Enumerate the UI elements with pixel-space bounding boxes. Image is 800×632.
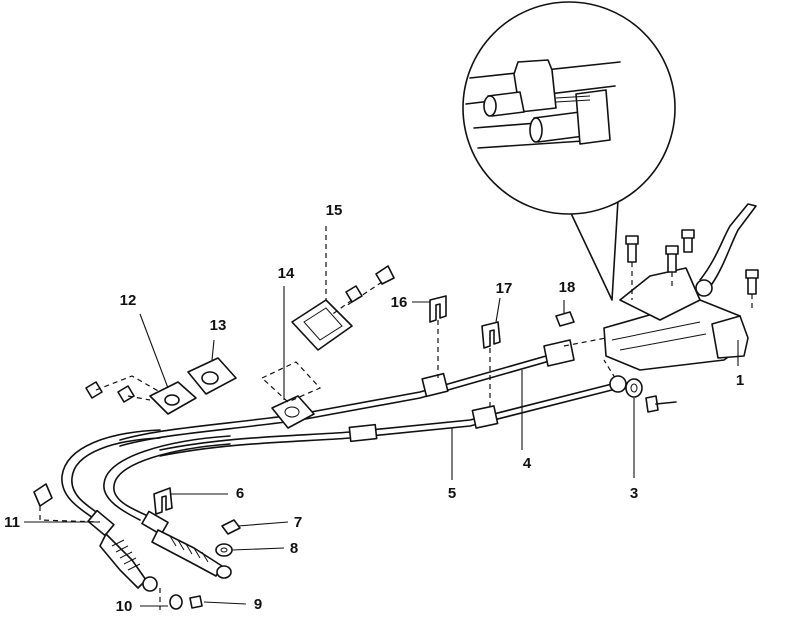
callout-12: 12 (120, 292, 137, 309)
part-3-washer (609, 375, 643, 398)
part-18-pin (555, 311, 575, 327)
cable-end-right (141, 510, 232, 579)
callout-5: 5 (448, 485, 456, 502)
callout-6: 6 (236, 485, 244, 502)
part-14-grommet (260, 361, 322, 429)
part-8-washer (215, 543, 233, 557)
callout-8: 8 (290, 540, 298, 557)
shift-lever-assembly (563, 203, 759, 387)
callout-16: 16 (391, 294, 408, 311)
cable-5 (159, 383, 613, 457)
leader-lines (24, 286, 739, 607)
part-13-bracket (187, 357, 237, 395)
part-12-bracket (85, 375, 197, 415)
callout-1: 1 (736, 372, 744, 389)
callout-14: 14 (278, 265, 295, 282)
part-11-clip (33, 483, 101, 523)
cable-end-left (87, 509, 158, 592)
part-15-bracket (291, 226, 395, 351)
part-7-pin (221, 519, 241, 535)
callout-11: 11 (4, 514, 20, 531)
callout-labels: 1 3 4 5 6 7 8 9 10 11 12 13 14 15 16 17 … (4, 202, 744, 615)
callout-17: 17 (496, 280, 513, 297)
callout-18: 18 (559, 279, 576, 296)
callout-13: 13 (210, 317, 227, 334)
callout-4: 4 (523, 455, 532, 472)
callout-7: 7 (294, 514, 302, 531)
part-16-clip (429, 295, 447, 378)
callout-9: 9 (254, 596, 262, 613)
part-9-pin (189, 595, 203, 609)
detail-magnifier (462, 1, 676, 301)
part-pin (645, 395, 677, 413)
callout-3: 3 (630, 485, 638, 502)
part-17-clip (481, 321, 501, 408)
cable-lower-left-bends (61, 429, 231, 521)
callout-10: 10 (116, 598, 133, 615)
part-6-clip (153, 487, 173, 515)
part-10-washer (159, 588, 183, 610)
callout-15: 15 (326, 202, 343, 219)
